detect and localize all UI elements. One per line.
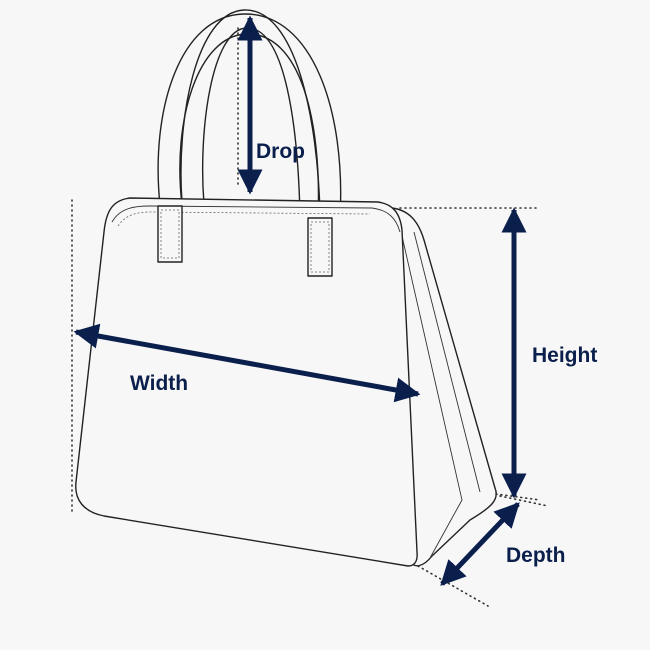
handle-tab-right [307,217,333,277]
handle-tab-left [157,205,183,263]
height-bottom-guide [495,493,541,501]
width-arrow [73,323,421,403]
bag-front-body [75,197,418,567]
depth-bottom-guide [417,565,489,607]
depth-top-guide [499,495,549,507]
height-label: Height [532,344,597,367]
drop-label: Drop [256,140,305,163]
width-label: Width [130,372,188,395]
depth-label: Depth [506,544,566,567]
depth-arrow [440,502,520,586]
